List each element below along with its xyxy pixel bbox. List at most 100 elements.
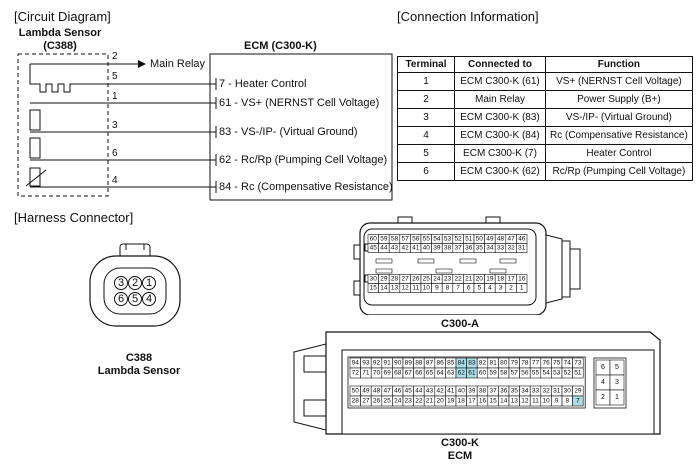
ecm-pin-label: 62 - Rc/Rp (Pumping Cell Voltage) — [219, 154, 388, 166]
c300a-label: C300-A — [441, 318, 479, 330]
pin-number: 55 — [423, 236, 431, 243]
arrow-icon — [138, 60, 146, 68]
pin-number: 11 — [532, 398, 539, 405]
pin-number: 56 — [412, 236, 420, 243]
connection-info-title: [Connection Information] — [397, 9, 539, 24]
pin-cell — [572, 367, 584, 379]
pin-number: 2 — [509, 285, 513, 292]
table-cell: 3 — [397, 108, 455, 127]
pin-number: 19 — [486, 276, 494, 283]
c300k-label-name: ECM — [447, 450, 473, 462]
pin-number: 2 — [132, 277, 138, 289]
pin-number: 15 — [370, 285, 378, 292]
pin-number: 6 — [118, 293, 124, 305]
pin-cell — [609, 389, 625, 406]
pin-number: 46 — [518, 236, 526, 243]
pin-number: 21 — [465, 276, 473, 283]
pin-number: 87 — [426, 360, 434, 367]
table-cell: VS+ (NERNST Cell Voltage) — [545, 72, 693, 91]
pin-number: 39 — [433, 245, 441, 252]
table-cell: ECM C300-K (7) — [454, 144, 546, 163]
pin-number: 52 — [454, 236, 462, 243]
pin-number: 8 — [565, 398, 569, 405]
ecm-pin-label: 61 - VS+ (NERNST Cell Voltage) — [219, 97, 380, 109]
pin-number: 36 — [500, 388, 508, 395]
pin-number: 32 — [507, 245, 515, 252]
variable-resistor-arrow — [25, 169, 47, 187]
harness-connector-title: [Harness Connector] — [14, 210, 134, 225]
pin-number: 12 — [401, 285, 409, 292]
pin-number: 78 — [521, 360, 529, 367]
pin-number: 76 — [542, 360, 550, 367]
pin-number: 56 — [521, 370, 529, 377]
pin-number: 71 — [362, 370, 370, 377]
pin-number: 90 — [394, 360, 402, 367]
heater-element-symbol — [29, 64, 108, 93]
pin-number: 49 — [362, 388, 370, 395]
pin-number: 47 — [383, 388, 391, 395]
pin-socket — [114, 276, 128, 290]
column-header: Terminal — [397, 56, 455, 73]
pin-number: 18 — [458, 398, 466, 405]
pin-number: 69 — [383, 370, 391, 377]
pin-number: 30 — [370, 276, 378, 283]
pin-number: 4 — [112, 175, 118, 186]
pin-number: 27 — [401, 276, 409, 283]
pin-number: 23 — [444, 276, 452, 283]
pin-number: 5 — [615, 364, 619, 371]
ecm-title: ECM (C300-K) — [244, 40, 317, 52]
pin-number: 92 — [373, 360, 381, 367]
pin-number: 30 — [564, 388, 572, 395]
pin-number: 32 — [542, 388, 550, 395]
pin-cell — [572, 395, 584, 407]
table-cell: 2 — [397, 90, 455, 109]
pin-number: 81 — [489, 360, 497, 367]
pin-number: 22 — [454, 276, 462, 283]
pin-number: 66 — [415, 370, 423, 377]
pin-number: 34 — [486, 245, 494, 252]
pin-number: 4 — [488, 285, 492, 292]
pin-number: 59 — [489, 370, 497, 377]
pin-number: 75 — [553, 360, 561, 367]
table-cell: Power Supply (B+) — [545, 90, 693, 109]
pin-number: 37 — [489, 388, 497, 395]
pin-number: 88 — [415, 360, 423, 367]
pin-number: 25 — [383, 398, 391, 405]
pin-number: 64 — [436, 370, 444, 377]
table-row: 6 ECM C300-K (62) Rc/Rp (Pumping Cell Vo… — [397, 162, 693, 181]
table-row: 2 Main Relay Power Supply (B+) — [397, 90, 693, 109]
table-cell: 1 — [397, 72, 455, 91]
pin-number: 47 — [507, 236, 515, 243]
pin-number: 48 — [373, 388, 381, 395]
pin-number: 40 — [423, 245, 431, 252]
pin-number: 60 — [479, 370, 487, 377]
pin-number: 13 — [511, 398, 519, 405]
key-slot — [375, 268, 393, 274]
table-row: 5 ECM C300-K (7) Heater Control — [397, 144, 693, 163]
pin-number: 91 — [383, 360, 391, 367]
pin-number: 16 — [479, 398, 487, 405]
table-cell: ECM C300-K (61) — [454, 72, 546, 91]
key-slot — [375, 258, 393, 264]
pin-number: 43 — [391, 245, 399, 252]
pin-number: 4 — [146, 293, 152, 305]
pin-number: 11 — [412, 285, 419, 292]
pin-number: 93 — [362, 360, 370, 367]
table-row: 3 ECM C300-K (83) VS-/IP- (Virtual Groun… — [397, 108, 693, 127]
pin-number: 82 — [479, 360, 487, 367]
pin-number: 26 — [412, 276, 420, 283]
pin-number: 38 — [479, 388, 487, 395]
c300a-clip — [353, 280, 361, 296]
pin-number: 6 — [467, 285, 471, 292]
pin-number: 55 — [532, 370, 540, 377]
pin-number: 5 — [477, 285, 481, 292]
pin-number: 43 — [426, 388, 434, 395]
pin-number: 16 — [518, 276, 526, 283]
table-cell: ECM C300-K (84) — [454, 126, 546, 145]
key-slot — [417, 258, 435, 264]
pin-number: 51 — [465, 236, 473, 243]
pin-number: 68 — [394, 370, 402, 377]
column-header: Connected to — [454, 56, 546, 73]
